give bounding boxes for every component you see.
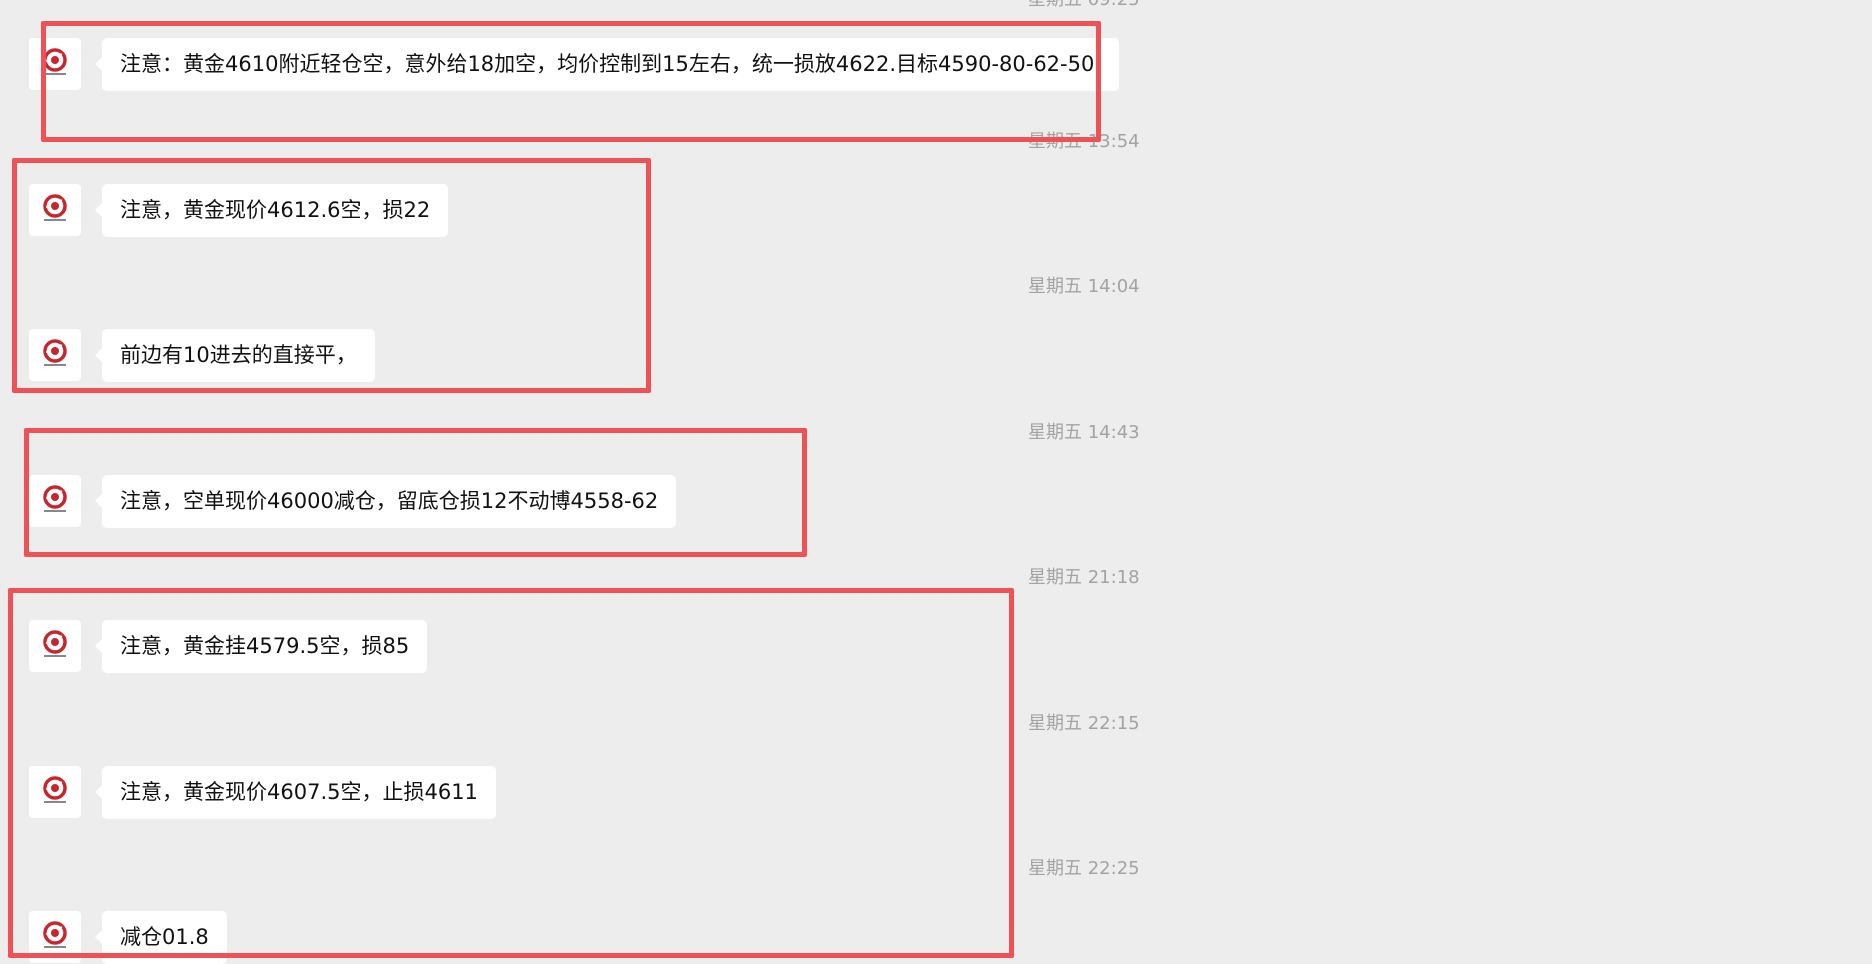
message-timestamp: 星期五 22:15	[1028, 713, 1140, 734]
message-bubble[interactable]: 注意，黄金现价4612.6空，损22	[94, 184, 449, 237]
message-timestamp: 星期五 09:25	[1028, 0, 1140, 12]
sender-avatar[interactable]	[29, 620, 81, 672]
message-bubble[interactable]: 减仓01.8	[95, 911, 227, 964]
message-timestamp: 星期五 14:43	[1028, 422, 1140, 443]
message-bubble[interactable]: 前边有10进去的直接平，	[95, 329, 375, 382]
sender-avatar[interactable]	[29, 766, 81, 818]
red-swirl-logo-icon	[43, 921, 67, 948]
red-swirl-logo-icon	[43, 630, 67, 657]
message-timestamp: 星期五 14:04	[1028, 276, 1140, 297]
message-bubble[interactable]: 注意，黄金挂4579.5空，损85	[94, 620, 428, 673]
message-timestamp: 星期五 22:25	[1028, 858, 1140, 879]
red-swirl-logo-icon	[43, 48, 67, 75]
red-swirl-logo-icon	[43, 776, 67, 803]
message-timestamp: 星期五 21:18	[1028, 567, 1140, 588]
sender-avatar[interactable]	[29, 38, 81, 90]
red-swirl-logo-icon	[43, 194, 67, 221]
message-bubble[interactable]: 注意：黄金4610附近轻仓空，意外给18加空，均价控制到15左右，统一损放462…	[94, 38, 1120, 91]
sender-avatar[interactable]	[29, 329, 81, 381]
message-timestamp: 星期五 13:54	[1028, 131, 1140, 152]
message-bubble[interactable]: 注意，黄金现价4607.5空，止损4611	[95, 766, 496, 819]
sender-avatar[interactable]	[29, 475, 81, 527]
red-swirl-logo-icon	[43, 485, 67, 512]
red-swirl-logo-icon	[43, 339, 67, 366]
sender-avatar[interactable]	[29, 911, 81, 963]
sender-avatar[interactable]	[29, 184, 81, 236]
message-bubble[interactable]: 注意，空单现价46000减仓，留底仓损12不动博4558-62	[94, 475, 677, 528]
